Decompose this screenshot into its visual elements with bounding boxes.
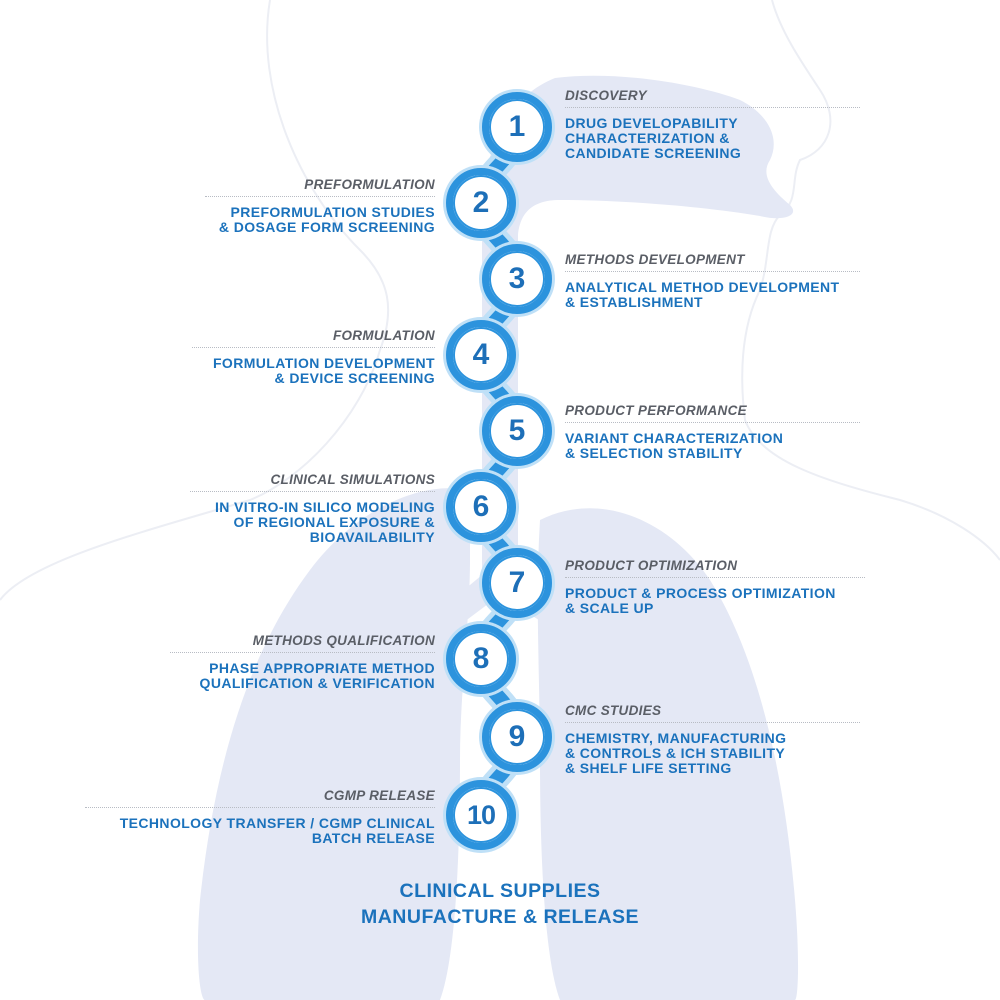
step-1-block: DISCOVERY DRUG DEVELOPABILITY CHARACTERI… <box>565 88 860 161</box>
step-2-phase: PREFORMULATION <box>205 177 435 197</box>
step-4-block: FORMULATION FORMULATION DEVELOPMENT & DE… <box>192 328 435 386</box>
step-10-block: CGMP RELEASE TECHNOLOGY TRANSFER / CGMP … <box>85 788 435 846</box>
step-4-line-2: & DEVICE SCREENING <box>274 370 435 386</box>
step-1-description: DRUG DEVELOPABILITY CHARACTERIZATION & C… <box>565 116 860 161</box>
step-6-line-2: OF REGIONAL EXPOSURE & <box>233 514 435 530</box>
step-5-line-1: VARIANT CHARACTERIZATION <box>565 430 784 446</box>
step-6-block: CLINICAL SIMULATIONS IN VITRO-IN SILICO … <box>190 472 435 545</box>
step-2-block: PREFORMULATION PREFORMULATION STUDIES & … <box>205 177 435 235</box>
step-10-description: TECHNOLOGY TRANSFER / CGMP CLINICAL BATC… <box>85 816 435 846</box>
step-7-phase: PRODUCT OPTIMIZATION <box>565 558 865 578</box>
right-lung-shape <box>537 508 799 1000</box>
step-3-line-1: ANALYTICAL METHOD DEVELOPMENT <box>565 279 840 295</box>
step-1-line-3: CANDIDATE SCREENING <box>565 145 742 161</box>
step-7-line-1: PRODUCT & PROCESS OPTIMIZATION <box>565 585 836 601</box>
step-6-circle: 6 <box>446 472 516 542</box>
step-5-block: PRODUCT PERFORMANCE VARIANT CHARACTERIZA… <box>565 403 860 461</box>
step-3-phase: METHODS DEVELOPMENT <box>565 252 860 272</box>
step-9-phase: CMC STUDIES <box>565 703 860 723</box>
step-1-line-2: CHARACTERIZATION & <box>565 130 730 146</box>
step-3-line-2: & ESTABLISHMENT <box>565 294 703 310</box>
airway-trachea-shape <box>482 75 794 600</box>
step-10-phase: CGMP RELEASE <box>85 788 435 808</box>
footer-line-2: MANUFACTURE & RELEASE <box>360 906 640 928</box>
step-6-line-3: BIOAVAILABILITY <box>309 529 435 545</box>
step-7-line-2: & SCALE UP <box>565 600 654 616</box>
step-5-phase: PRODUCT PERFORMANCE <box>565 403 860 423</box>
step-1-line-1: DRUG DEVELOPABILITY <box>565 115 739 131</box>
step-6-line-1: IN VITRO-IN SILICO MODELING <box>214 499 435 515</box>
step-1-phase: DISCOVERY <box>565 88 860 108</box>
step-8-block: METHODS QUALIFICATION PHASE APPROPRIATE … <box>170 633 435 691</box>
step-6-phase: CLINICAL SIMULATIONS <box>190 472 435 492</box>
step-8-description: PHASE APPROPRIATE METHOD QUALIFICATION &… <box>170 661 435 691</box>
left-lung-shape <box>197 488 470 1000</box>
step-4-circle: 4 <box>446 320 516 390</box>
body-outline-left <box>0 0 390 601</box>
step-8-line-2: QUALIFICATION & VERIFICATION <box>199 675 435 691</box>
step-5-line-2: & SELECTION STABILITY <box>565 445 743 461</box>
step-8-phase: METHODS QUALIFICATION <box>170 633 435 653</box>
step-3-description: ANALYTICAL METHOD DEVELOPMENT & ESTABLIS… <box>565 280 860 310</box>
step-9-line-1: CHEMISTRY, MANUFACTURING <box>565 730 787 746</box>
step-10-circle: 10 <box>446 780 516 850</box>
step-9-line-3: & SHELF LIFE SETTING <box>565 760 732 776</box>
step-4-description: FORMULATION DEVELOPMENT & DEVICE SCREENI… <box>192 356 435 386</box>
footer-title: CLINICAL SUPPLIES MANUFACTURE & RELEASE <box>0 878 1000 930</box>
step-9-description: CHEMISTRY, MANUFACTURING & CONTROLS & IC… <box>565 731 860 776</box>
step-1-circle: 1 <box>482 92 552 162</box>
step-6-description: IN VITRO-IN SILICO MODELING OF REGIONAL … <box>190 500 435 545</box>
step-3-block: METHODS DEVELOPMENT ANALYTICAL METHOD DE… <box>565 252 860 310</box>
step-8-line-1: PHASE APPROPRIATE METHOD <box>209 660 435 676</box>
step-chain-connector <box>473 120 525 822</box>
step-5-circle: 5 <box>482 396 552 466</box>
step-5-description: VARIANT CHARACTERIZATION & SELECTION STA… <box>565 431 860 461</box>
step-7-description: PRODUCT & PROCESS OPTIMIZATION & SCALE U… <box>565 586 865 616</box>
step-4-phase: FORMULATION <box>192 328 435 348</box>
step-9-block: CMC STUDIES CHEMISTRY, MANUFACTURING & C… <box>565 703 860 776</box>
step-7-block: PRODUCT OPTIMIZATION PRODUCT & PROCESS O… <box>565 558 865 616</box>
footer-line-1: CLINICAL SUPPLIES <box>399 880 601 902</box>
step-3-circle: 3 <box>482 244 552 314</box>
step-2-line-1: PREFORMULATION STUDIES <box>230 204 435 220</box>
step-2-description: PREFORMULATION STUDIES & DOSAGE FORM SCR… <box>205 205 435 235</box>
step-7-circle: 7 <box>482 548 552 618</box>
step-2-circle: 2 <box>446 168 516 238</box>
step-4-line-1: FORMULATION DEVELOPMENT <box>212 355 435 371</box>
step-10-line-1: TECHNOLOGY TRANSFER / CGMP CLINICAL <box>119 815 435 831</box>
step-9-line-2: & CONTROLS & ICH STABILITY <box>565 745 786 761</box>
body-outline-right <box>741 0 1000 561</box>
step-9-circle: 9 <box>482 702 552 772</box>
step-8-circle: 8 <box>446 624 516 694</box>
step-2-line-2: & DOSAGE FORM SCREENING <box>218 219 435 235</box>
step-10-line-2: BATCH RELEASE <box>311 830 435 846</box>
